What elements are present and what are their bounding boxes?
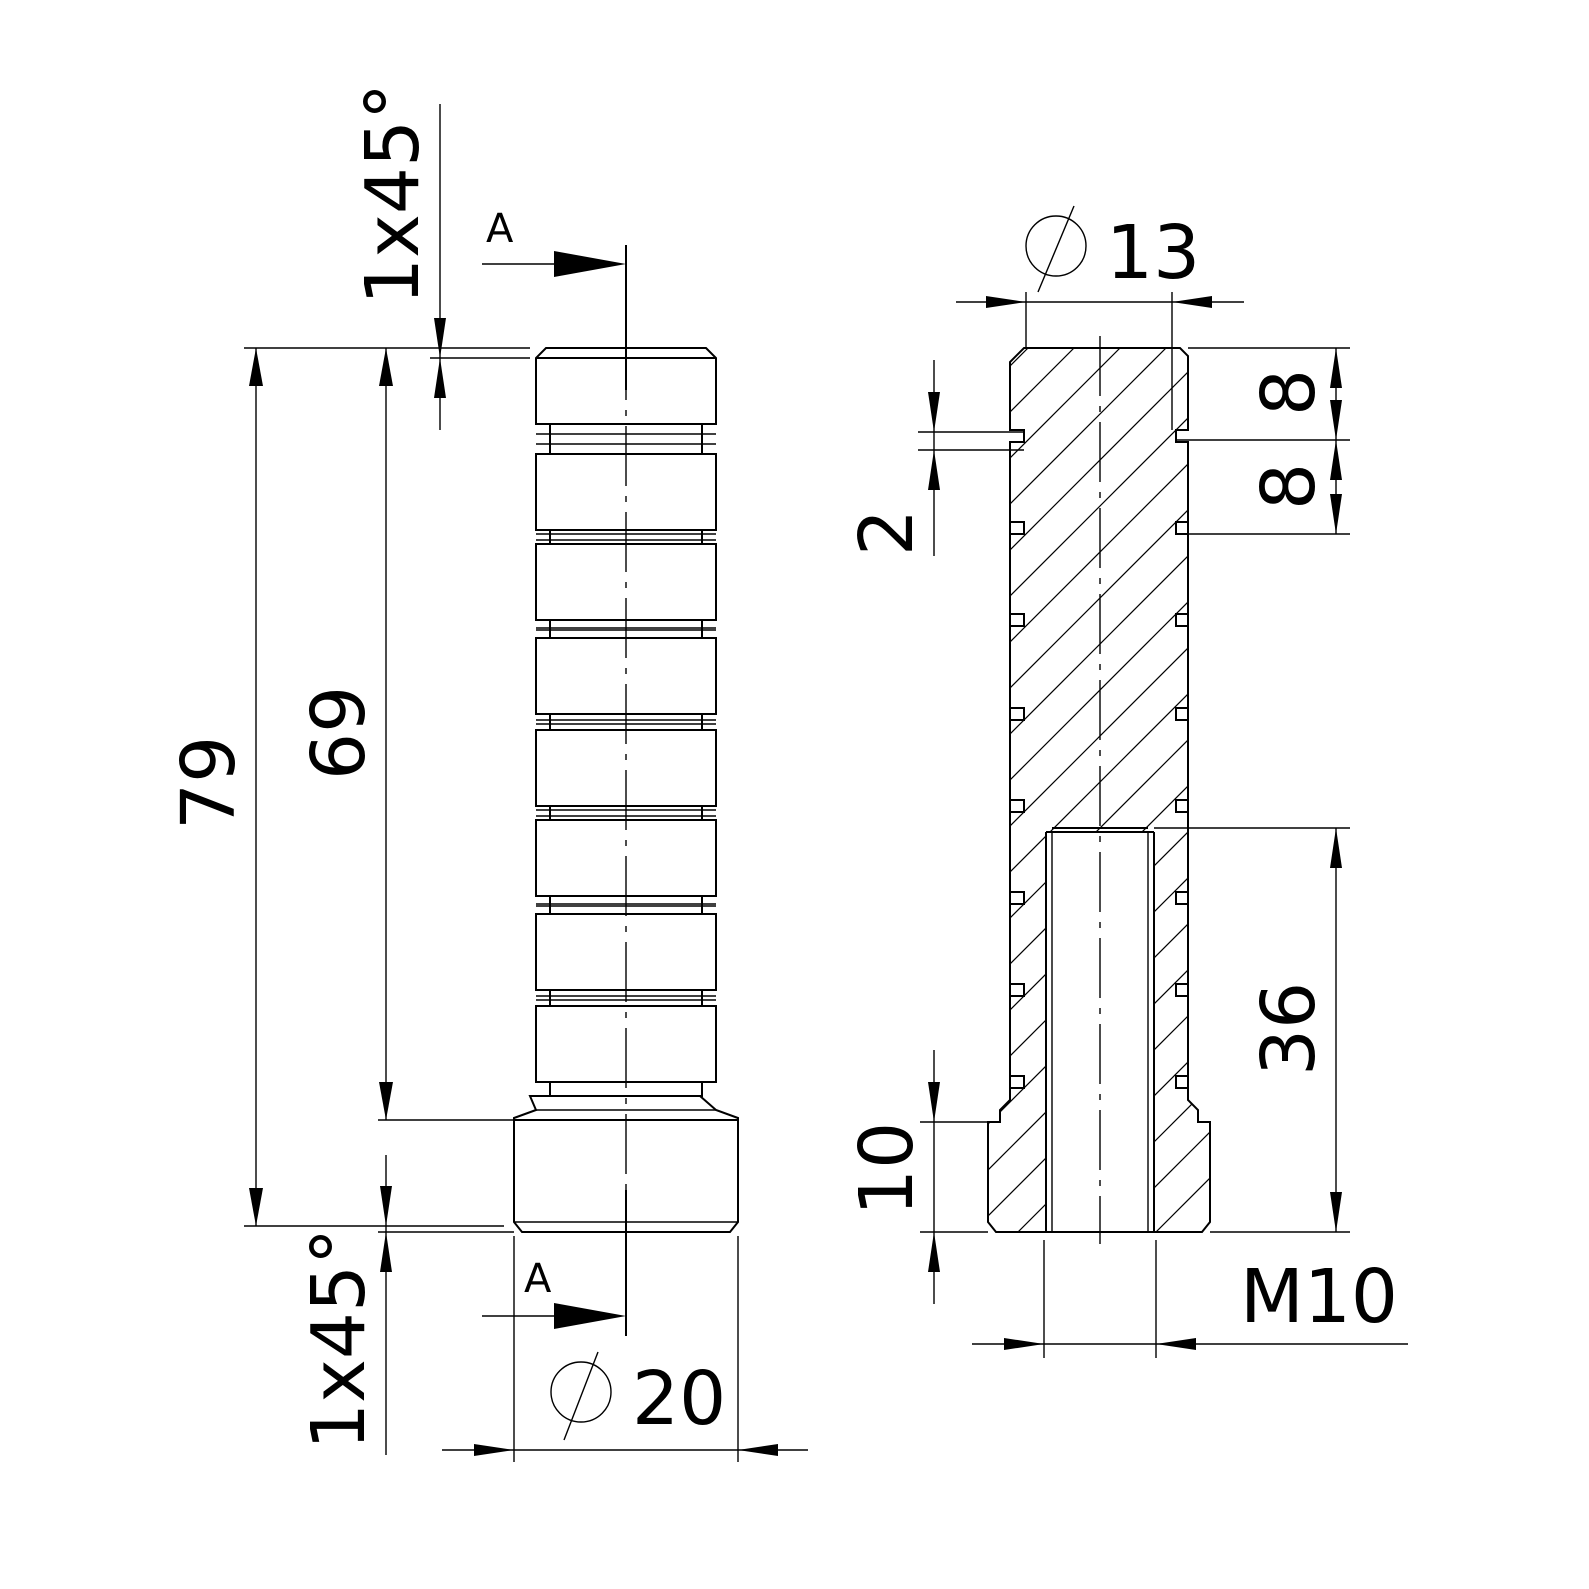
dim-chamfer-top: 1x45°	[350, 83, 436, 305]
section-hatching	[988, 348, 1210, 1232]
dim-diameter-body: 13	[1106, 210, 1200, 296]
threaded-bore	[1045, 827, 1155, 1232]
groove-right-2	[1175, 613, 1188, 627]
section-arrow-top	[554, 251, 626, 277]
groove-left-1	[1010, 521, 1025, 535]
groove-left-6	[1010, 983, 1025, 997]
dim-length-body: 69	[296, 686, 382, 780]
dim-groove-width: 2	[844, 509, 930, 556]
groove-right-4	[1175, 799, 1188, 813]
groove-left-3	[1010, 707, 1025, 721]
section-view: 13 8 8 2 10 36	[844, 205, 1408, 1358]
section-outline	[987, 347, 1211, 1233]
groove-left-5	[1010, 891, 1025, 905]
diameter-symbol-13	[1025, 215, 1087, 277]
section-arrow-bottom	[554, 1303, 626, 1329]
section-label-bottom: A	[524, 1256, 552, 1302]
dim-chamfer-bottom: 1x45°	[296, 1228, 382, 1450]
dim-thread-size: M10	[1240, 1254, 1398, 1340]
groove-left-4	[1010, 799, 1025, 813]
section-label-top: A	[486, 206, 514, 252]
head	[513, 1095, 739, 1233]
groove-left-2	[1010, 613, 1025, 627]
dim-thread-depth: 36	[1246, 982, 1332, 1076]
groove-right-3	[1175, 707, 1188, 721]
groove-right-1	[1175, 521, 1188, 535]
dim-groove-pitch-1: 8	[1246, 369, 1332, 416]
dim-head-height: 10	[844, 1122, 930, 1216]
groove-right-5	[1175, 891, 1188, 905]
dim-groove-pitch-2: 8	[1246, 463, 1332, 510]
groove-right-6	[1175, 983, 1188, 997]
diameter-symbol-20	[550, 1361, 612, 1423]
groove-left-7	[1010, 1075, 1025, 1089]
groove-right-7	[1175, 1075, 1188, 1089]
external-view: A A 79 69 1x45° 1x45° 20	[166, 83, 808, 1462]
dim-length-total: 79	[166, 736, 252, 830]
dim-diameter-head: 20	[632, 1356, 726, 1442]
section-grooves	[1010, 521, 1188, 1089]
